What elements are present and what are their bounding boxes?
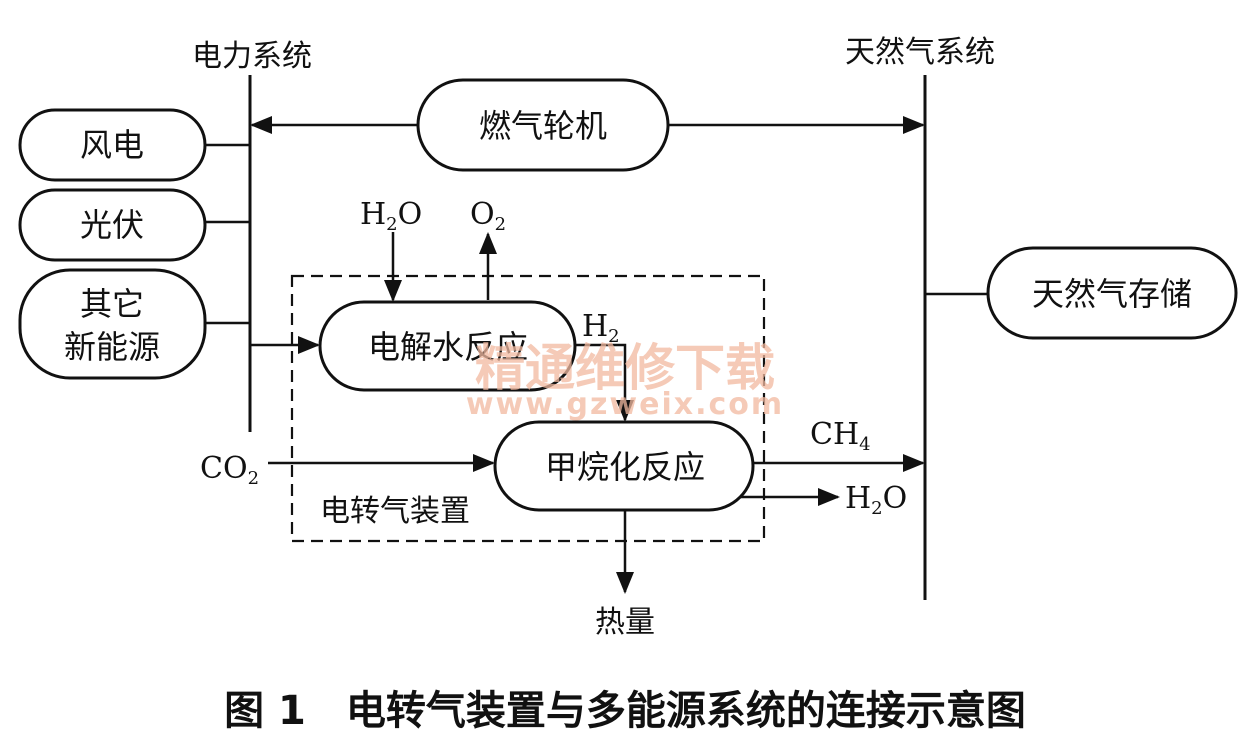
h2-h: H	[582, 309, 608, 344]
other-renewables-label-line1: 其它	[80, 285, 144, 323]
h2o-output-h: H	[845, 481, 871, 516]
gas-turbine-label: 燃气轮机	[479, 107, 607, 145]
gas-storage-label: 天然气存储	[1032, 275, 1192, 313]
o2-output-o: O	[470, 197, 495, 232]
pv-node	[18, 188, 207, 262]
h2o-input-o: O	[398, 197, 423, 232]
p2g-device-label: 电转气装置	[320, 494, 470, 529]
h2o-input-label: H2O	[360, 197, 422, 235]
electrolysis-label: 电解水反应	[368, 328, 528, 366]
h2o-input-sub: 2	[386, 214, 397, 235]
p2g-device-box	[290, 274, 766, 543]
watermark-title: 精通维修下载	[475, 339, 775, 397]
ch4-output-sub: 4	[859, 434, 870, 455]
watermark-url: www.gzweix.com	[466, 387, 784, 422]
co2-input-sub: 2	[248, 468, 259, 489]
h2o-input-h: H	[360, 197, 386, 232]
co2-input-co: CO	[200, 451, 248, 486]
other-renewables-label-line2: 新能源	[64, 328, 160, 366]
h2-sub: 2	[608, 326, 619, 347]
ch4-output-ch: CH	[810, 417, 859, 452]
gas-system-title: 天然气系统	[845, 35, 995, 70]
h2o-output-sub: 2	[871, 498, 882, 519]
heat-label: 热量	[595, 605, 655, 640]
o2-output-label: O2	[470, 197, 506, 235]
h2-to-methanation-arrow	[575, 343, 634, 422]
figure-caption: 图 1 电转气装置与多能源系统的连接示意图	[224, 688, 1026, 734]
wind-label: 风电	[80, 126, 144, 164]
o2-output-sub: 2	[495, 214, 506, 235]
h2o-output-o: O	[883, 481, 908, 516]
co2-input-label: CO2	[200, 451, 259, 489]
methanation-label: 甲烷化反应	[545, 448, 705, 486]
h2-label: H2	[582, 309, 620, 347]
h2o-output-label: H2O	[845, 481, 907, 519]
pv-label: 光伏	[80, 206, 144, 244]
ch4-output-label: CH4	[810, 417, 871, 455]
power-system-title: 电力系统	[192, 39, 312, 74]
